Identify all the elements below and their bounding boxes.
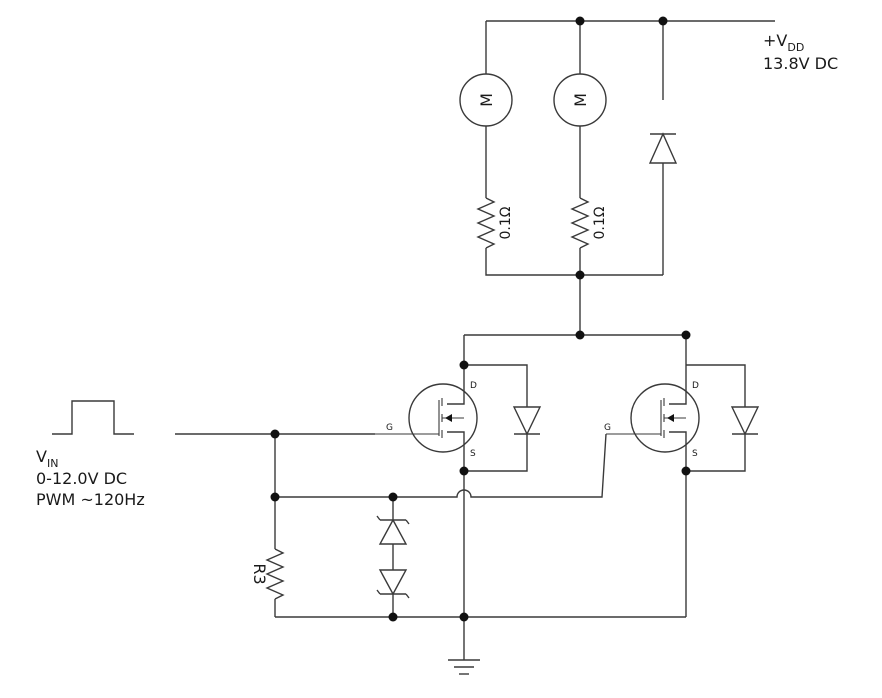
motor-1: M <box>459 73 513 127</box>
mosfet-2-drain-label: D <box>692 381 699 391</box>
vin-pwm: PWM ~120Hz <box>36 490 145 509</box>
zener-diode-pair <box>376 497 410 617</box>
mosfet-1-drain-label: D <box>470 381 477 391</box>
mosfet-1: D G S <box>375 364 542 472</box>
motor-1-symbol: M <box>477 93 496 107</box>
shunt-resistor-2: 0.1Ω <box>570 197 608 249</box>
supply-rail <box>485 20 775 100</box>
motor-2-symbol: M <box>571 93 590 107</box>
pwm-waveform <box>52 400 134 435</box>
motor-2: M <box>553 73 607 127</box>
vin-range: 0-12.0V DC <box>36 469 127 488</box>
vdd-value: 13.8V DC <box>763 54 838 73</box>
mosfet-1-gate-label: G <box>386 423 393 433</box>
shunt-2-value: 0.1Ω <box>592 206 608 239</box>
shunt-resistor-1: 0.1Ω <box>476 197 514 249</box>
mosfet-2-source-label: S <box>692 449 698 459</box>
mosfet-1-source-label: S <box>470 449 476 459</box>
ground-icon <box>448 659 480 675</box>
vin-label: VIN <box>36 447 58 470</box>
resistor-r3: R3 <box>250 497 285 617</box>
flyback-diode <box>648 132 678 275</box>
mosfet-2-gate-label: G <box>604 423 611 433</box>
junction-dots <box>270 16 691 622</box>
mosfet-2: D G S <box>604 364 760 472</box>
vdd-label: +VDD <box>763 31 804 54</box>
shunt-1-value: 0.1Ω <box>498 206 514 239</box>
r3-label: R3 <box>250 563 269 584</box>
